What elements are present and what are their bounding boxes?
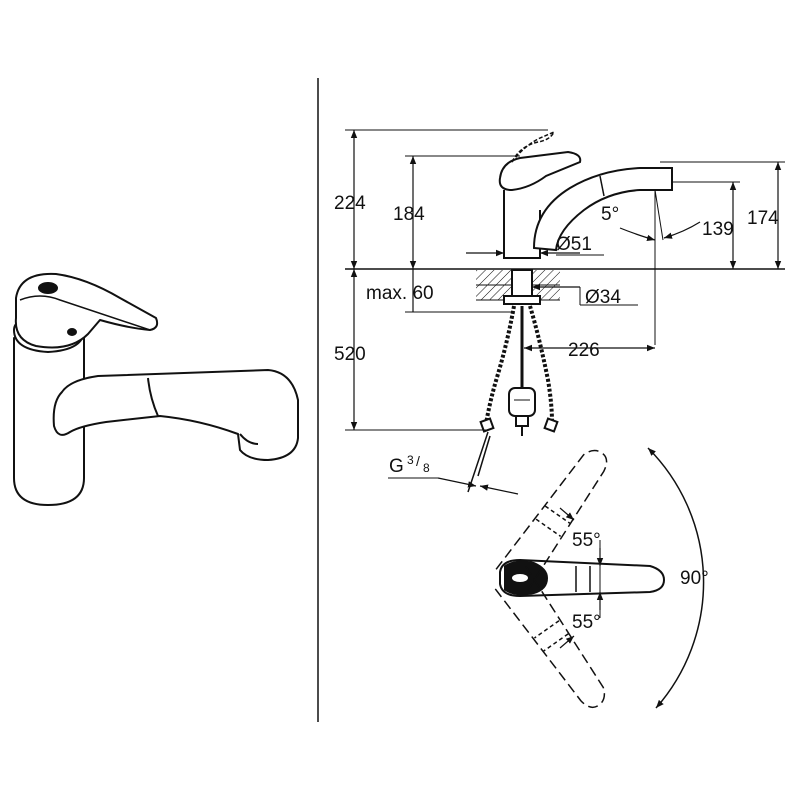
thread-numerator: 3 [407, 453, 414, 467]
dimension-520: 520 [334, 344, 366, 365]
dimension-diameter-51: Ø51 [556, 234, 592, 255]
rotation-angle-lower: 55° [572, 612, 601, 633]
rotation-angle-upper: 55° [572, 530, 601, 551]
dimension-226: 226 [568, 340, 600, 361]
thread-spec-label: G 3 / 8 [389, 453, 430, 477]
thread-denominator: 8 [423, 461, 430, 475]
dimension-174: 174 [747, 208, 779, 229]
dimension-max-60: max. 60 [366, 283, 434, 304]
rotation-angle-total: 90° [680, 568, 709, 589]
thread-letter: G [389, 456, 404, 477]
dimension-diameter-34: Ø34 [585, 287, 621, 308]
dimension-139: 139 [702, 219, 734, 240]
svg-text:/: / [416, 453, 420, 469]
side-elevation-view [345, 129, 785, 495]
dimension-224: 224 [334, 193, 366, 214]
dimension-184: 184 [393, 204, 425, 225]
top-view-rotation-diagram [493, 447, 705, 709]
faucet-perspective-illustration [13, 272, 299, 506]
dimension-angle-5: 5° [601, 204, 619, 225]
